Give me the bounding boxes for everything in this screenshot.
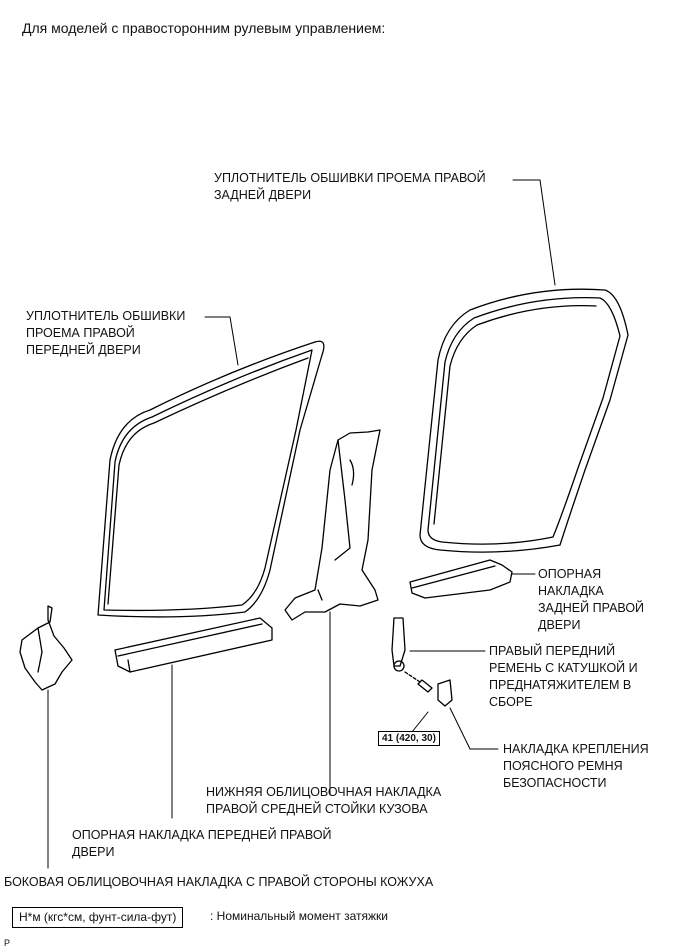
label-anchor-cover: НАКЛАДКА КРЕПЛЕНИЯ ПОЯСНОГО РЕМНЯ БЕЗОПА… [503,742,649,790]
seat-belt-retractor [391,617,433,693]
leader-lines [47,179,556,869]
label-seat-belt: ПРАВЫЙ ПЕРЕДНИЙ РЕМЕНЬ С КАТУШКОЙ И ПРЕД… [489,644,638,709]
corner-mark: P [4,938,11,948]
label-rear-scuff-plate: ОПОРНАЯ НАКЛАДКА ЗАДНЕЙ ПРАВОЙ ДВЕРИ [538,567,645,632]
rear-scuff-plate [409,559,513,599]
cowl-side-trim [19,605,73,691]
label-rear-door-weatherstrip: УПЛОТНИТЕЛЬ ОБШИВКИ ПРОЕМА ПРАВОЙ ЗАДНЕЙ… [214,171,486,202]
rear-door-weatherstrip [419,288,629,553]
label-center-pillar: НИЖНЯЯ ОБЛИЦОВОЧНАЯ НАКЛАДКА ПРАВОЙ СРЕД… [206,785,442,816]
header-text: Для моделей с правосторонним рулевым упр… [22,20,386,36]
front-door-weatherstrip [97,340,325,618]
center-pillar-garnish [284,429,381,621]
legend-unit-box: Н*м (кгс*см, фунт-сила-фут) [12,907,184,928]
legend-description: : Номинальный момент затяжки [210,909,388,923]
torque-spec: 41 (420, 30) [378,731,440,746]
front-scuff-plate [114,617,273,673]
anchor-cover [437,679,453,707]
label-front-scuff-plate: ОПОРНАЯ НАКЛАДКА ПЕРЕДНЕЙ ПРАВОЙ ДВЕРИ [72,828,332,859]
label-front-door-weatherstrip: УПЛОТНИТЕЛЬ ОБШИВКИ ПРОЕМА ПРАВОЙ ПЕРЕДН… [26,309,186,357]
label-cowl-side-trim: БОКОВАЯ ОБЛИЦОВОЧНАЯ НАКЛАДКА С ПРАВОЙ С… [4,875,434,889]
